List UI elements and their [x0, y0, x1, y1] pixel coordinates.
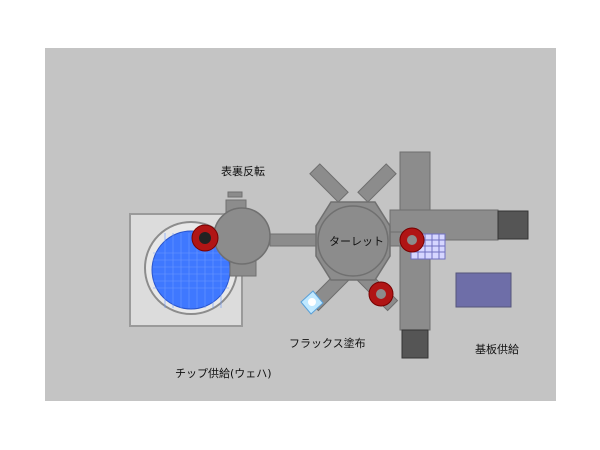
label-flip: 表裏反転 — [221, 165, 265, 178]
flip-unit — [213, 191, 271, 277]
pickup-head — [191, 224, 219, 252]
conveyor-right-end-cap — [497, 210, 529, 240]
transfer-arm — [269, 233, 321, 247]
turret-head-right — [399, 227, 425, 253]
turret — [315, 201, 391, 281]
flux-applicator — [300, 290, 324, 315]
label-turret: ターレット — [329, 235, 384, 248]
equipment-layout-svg — [45, 48, 556, 401]
equipment-layout-diagram: 表裏反転 ターレット フラックス塗布 チップ供給(ウェハ) 基板供給 — [45, 48, 556, 401]
turret-head-bottom-right — [368, 281, 394, 307]
label-chip-supply: チップ供給(ウェハ) — [175, 367, 272, 380]
label-substrate-supply: 基板供給 — [475, 343, 519, 356]
substrate-tray — [455, 272, 512, 308]
label-flux: フラックス塗布 — [289, 337, 366, 350]
conveyor-bottom-end-cap — [401, 329, 429, 359]
